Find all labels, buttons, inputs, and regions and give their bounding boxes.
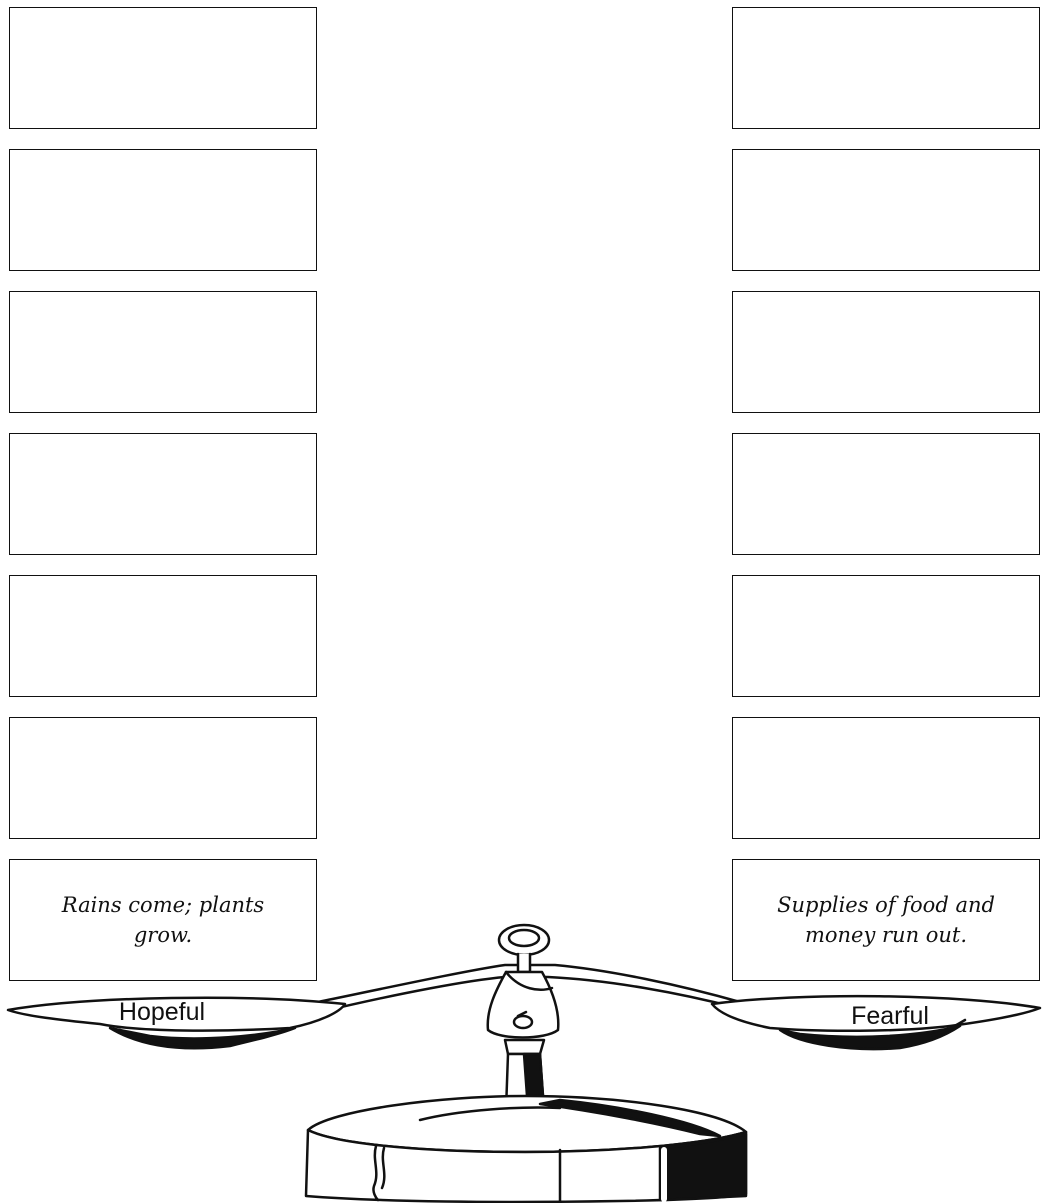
fearful-box-6[interactable]	[732, 717, 1040, 839]
fearful-box-3[interactable]	[732, 291, 1040, 413]
fearful-box-1[interactable]	[732, 7, 1040, 129]
box-text: Supplies of food and money run out.	[777, 892, 995, 947]
fearful-box-7[interactable]: Supplies of food and money run out.	[732, 859, 1040, 981]
hopeful-box-6[interactable]	[9, 717, 317, 839]
box-text: Rains come; plants grow.	[61, 892, 265, 947]
fearful-box-4[interactable]	[732, 433, 1040, 555]
hopeful-box-2[interactable]	[9, 149, 317, 271]
right-pan	[710, 994, 1042, 1033]
hopeful-box-5[interactable]	[9, 575, 317, 697]
hopeful-box-4[interactable]	[9, 433, 317, 555]
scale-post	[503, 1038, 546, 1056]
fearful-label: Fearful	[851, 1002, 929, 1030]
fearful-box-5[interactable]	[732, 575, 1040, 697]
hopeful-label: Hopeful	[119, 998, 205, 1026]
left-pan	[6, 996, 347, 1032]
hopeful-box-7[interactable]: Rains come; plants grow.	[9, 859, 317, 981]
scale-pivot	[486, 970, 560, 1039]
hopeful-box-1[interactable]	[9, 7, 317, 129]
right-pan-underside	[778, 1024, 962, 1051]
hopeful-box-3[interactable]	[9, 291, 317, 413]
fearful-box-2[interactable]	[732, 149, 1040, 271]
